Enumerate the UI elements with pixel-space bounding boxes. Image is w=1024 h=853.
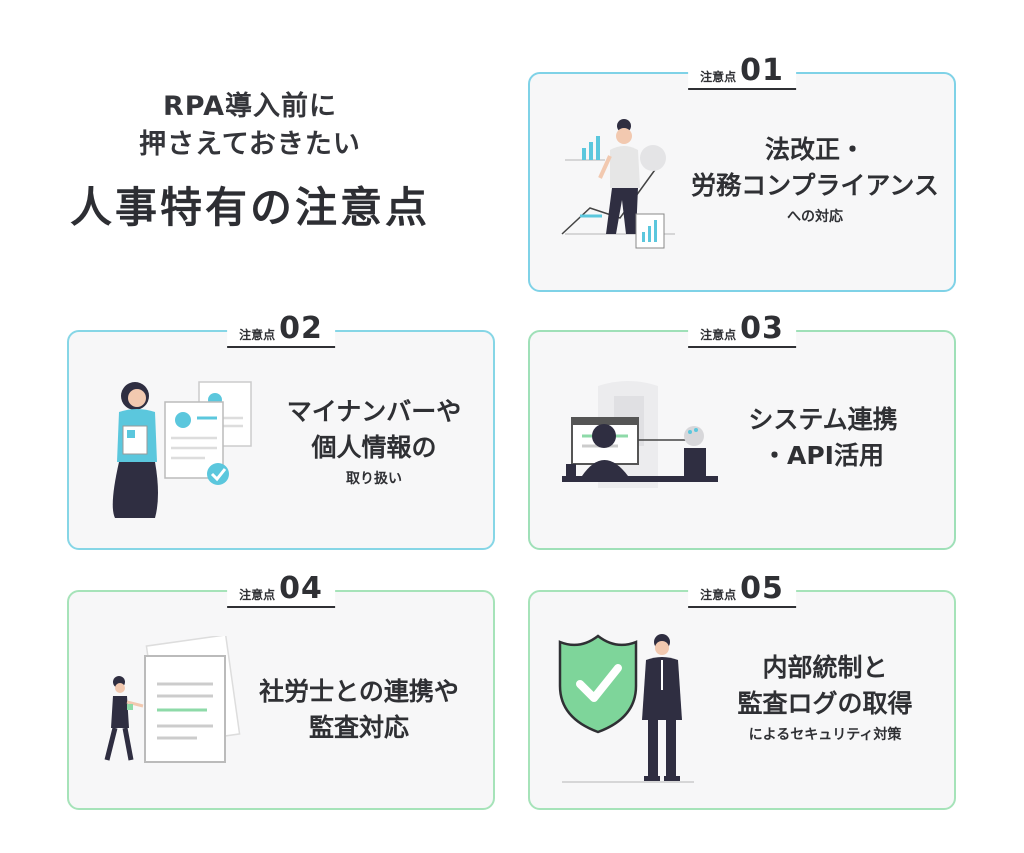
point-heading-line-2: 監査対応: [308, 713, 409, 742]
badge-label: 注意点: [700, 588, 737, 602]
point-text: システム連携 ・API活用: [708, 402, 938, 474]
point-badge-05: 注意点 05: [688, 572, 796, 608]
point-text: 社労士との連携や 監査対応: [229, 674, 489, 746]
point-heading-line-2: ・API活用: [762, 441, 884, 470]
point-badge-01: 注意点 01: [688, 54, 796, 90]
point-badge-03: 注意点 03: [688, 312, 796, 348]
badge-label: 注意点: [700, 328, 737, 342]
title-line-2: 押さえておきたい: [139, 129, 361, 160]
point-heading-line-1: 社労士との連携や: [259, 677, 459, 706]
point-card-05: 注意点 05 内部統制と 監査ログの取得 によるセキュリティ対策: [528, 572, 956, 810]
point-badge-02: 注意点 02: [227, 312, 335, 348]
badge-number: 05: [740, 571, 784, 606]
point-heading-line-2: 個人情報の: [311, 433, 437, 462]
page-title-block: RPA導入前に 押さえておきたい 人事特有の注意点: [40, 88, 460, 240]
badge-number: 04: [279, 571, 323, 606]
badge-number: 02: [279, 311, 323, 346]
point-subheading: 取り扱い: [346, 471, 402, 487]
page-title: 人事特有の注意点: [69, 183, 430, 232]
point-heading-line-2: 労務コンプライアンス: [691, 171, 939, 200]
woman-with-id-documents-icon: [112, 381, 252, 518]
point-heading-line-1: マイナンバーや: [286, 397, 462, 426]
point-card-01: 注意点 01 法改正・ 労務コンプライアンス への対応: [528, 54, 956, 292]
badge-label: 注意点: [700, 70, 737, 84]
woman-with-documents-icon: [104, 636, 241, 763]
point-text: 法改正・ 労務コンプライアンス への対応: [680, 132, 950, 228]
point-subheading: への対応: [787, 209, 843, 225]
point-heading-line-1: システム連携: [748, 405, 898, 434]
title-line-1: RPA導入前に: [163, 91, 337, 122]
point-heading-line-2: 監査ログの取得: [737, 689, 913, 718]
badge-number: 03: [740, 311, 784, 346]
woman-presenting-chart-icon: [561, 119, 675, 249]
point-badge-04: 注意点 04: [227, 572, 335, 608]
badge-label: 注意点: [239, 588, 276, 602]
badge-number: 01: [740, 53, 784, 88]
point-card-04: 注意点 04 社労士との連携や 監査対応: [67, 572, 495, 810]
point-text: 内部統制と 監査ログの取得 によるセキュリティ対策: [700, 650, 950, 746]
point-subheading: によるセキュリティ対策: [748, 727, 902, 743]
point-text: マイナンバーや 個人情報の 取り扱い: [259, 394, 489, 490]
shield-check-businessman-icon: [558, 634, 694, 783]
point-card-02: 注意点 02 マイナンバーや 個人情報の 取り扱い: [67, 312, 495, 550]
point-heading-line-1: 内部統制と: [762, 653, 888, 682]
badge-label: 注意点: [239, 328, 276, 342]
point-card-03: 注意点 03 システム連携 ・API活用: [528, 312, 956, 550]
person-at-computer-with-robot-icon: [562, 381, 718, 488]
point-heading-line-1: 法改正・: [764, 135, 865, 164]
